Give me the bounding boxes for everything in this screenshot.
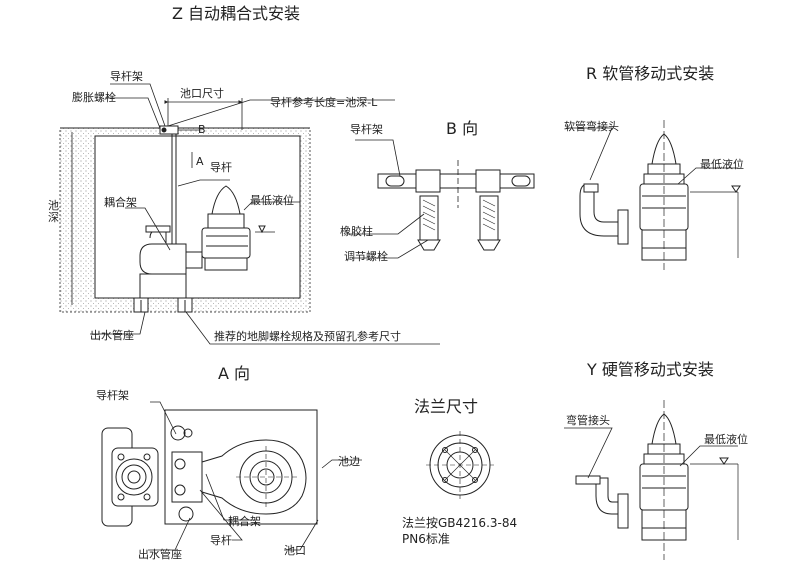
a-guide-rod-label: 导杆: [210, 534, 232, 547]
b-view-title: B 向: [446, 119, 479, 138]
r-install-title: R 软管移动式安装: [586, 64, 715, 83]
z-install-title: Z 自动耦合式安装: [172, 4, 301, 23]
y-install-title: Y 硬管移动式安装: [587, 360, 714, 379]
r-hose-elbow-label: 软管弯接头: [564, 120, 619, 133]
z-pool-depth-label: 池深: [48, 199, 59, 225]
a-pool-edge-label: 池边: [338, 455, 360, 468]
y-min-level-label: 最低液位: [704, 433, 748, 446]
z-outlet-size-label: 池口尺寸: [180, 87, 224, 100]
r-min-level-label: 最低液位: [700, 158, 744, 171]
flange-note-line1: 法兰按GB4216.3-84: [402, 516, 518, 530]
z-outlet-base-label: 出水管座: [90, 329, 134, 342]
z-coupling-frame-label: 耦合架: [104, 196, 137, 209]
y-elbow-joint-label: 弯管接头: [566, 414, 610, 427]
z-marker-a: A: [196, 155, 204, 168]
flange-drawing: [426, 431, 494, 499]
b-adjust-bolt-label: 调节螺栓: [344, 250, 388, 263]
z-guide-rod-label: 导杆: [210, 161, 232, 174]
a-view-title: A 向: [218, 364, 251, 383]
a-guide-rod-frame-label: 导杆架: [96, 389, 129, 402]
a-pool-mouth-label: 池口: [284, 544, 306, 557]
z-min-level-label: 最低液位: [250, 194, 294, 207]
z-anchor-note-label: 推荐的地脚螺栓规格及预留孔参考尺寸: [214, 330, 401, 343]
a-view-drawing: [101, 401, 362, 551]
pit-interior: [94, 135, 301, 299]
y-install-drawing: [564, 400, 739, 560]
a-coupling-frame-label: 耦合架: [228, 515, 261, 528]
z-expansion-bolt-label: 膨胀螺栓: [72, 91, 116, 104]
z-guide-rod-frame-label: 导杆架: [110, 70, 143, 83]
flange-title: 法兰尺寸: [414, 397, 479, 416]
b-view-drawing: [348, 139, 535, 259]
z-marker-b: B: [198, 123, 206, 136]
b-rubber-column-label: 橡胶柱: [340, 225, 373, 238]
z-guide-rod-ref-len-label: 导杆参考长度=池深-L: [270, 96, 378, 109]
b-guide-rod-frame-label: 导杆架: [350, 123, 383, 136]
pit-mouth-outline: [164, 409, 318, 525]
r-install-drawing: [566, 120, 741, 270]
z-install-drawing: [59, 83, 440, 345]
flange-note-line2: PN6标准: [402, 532, 450, 546]
a-outlet-base-label: 出水管座: [138, 548, 182, 561]
